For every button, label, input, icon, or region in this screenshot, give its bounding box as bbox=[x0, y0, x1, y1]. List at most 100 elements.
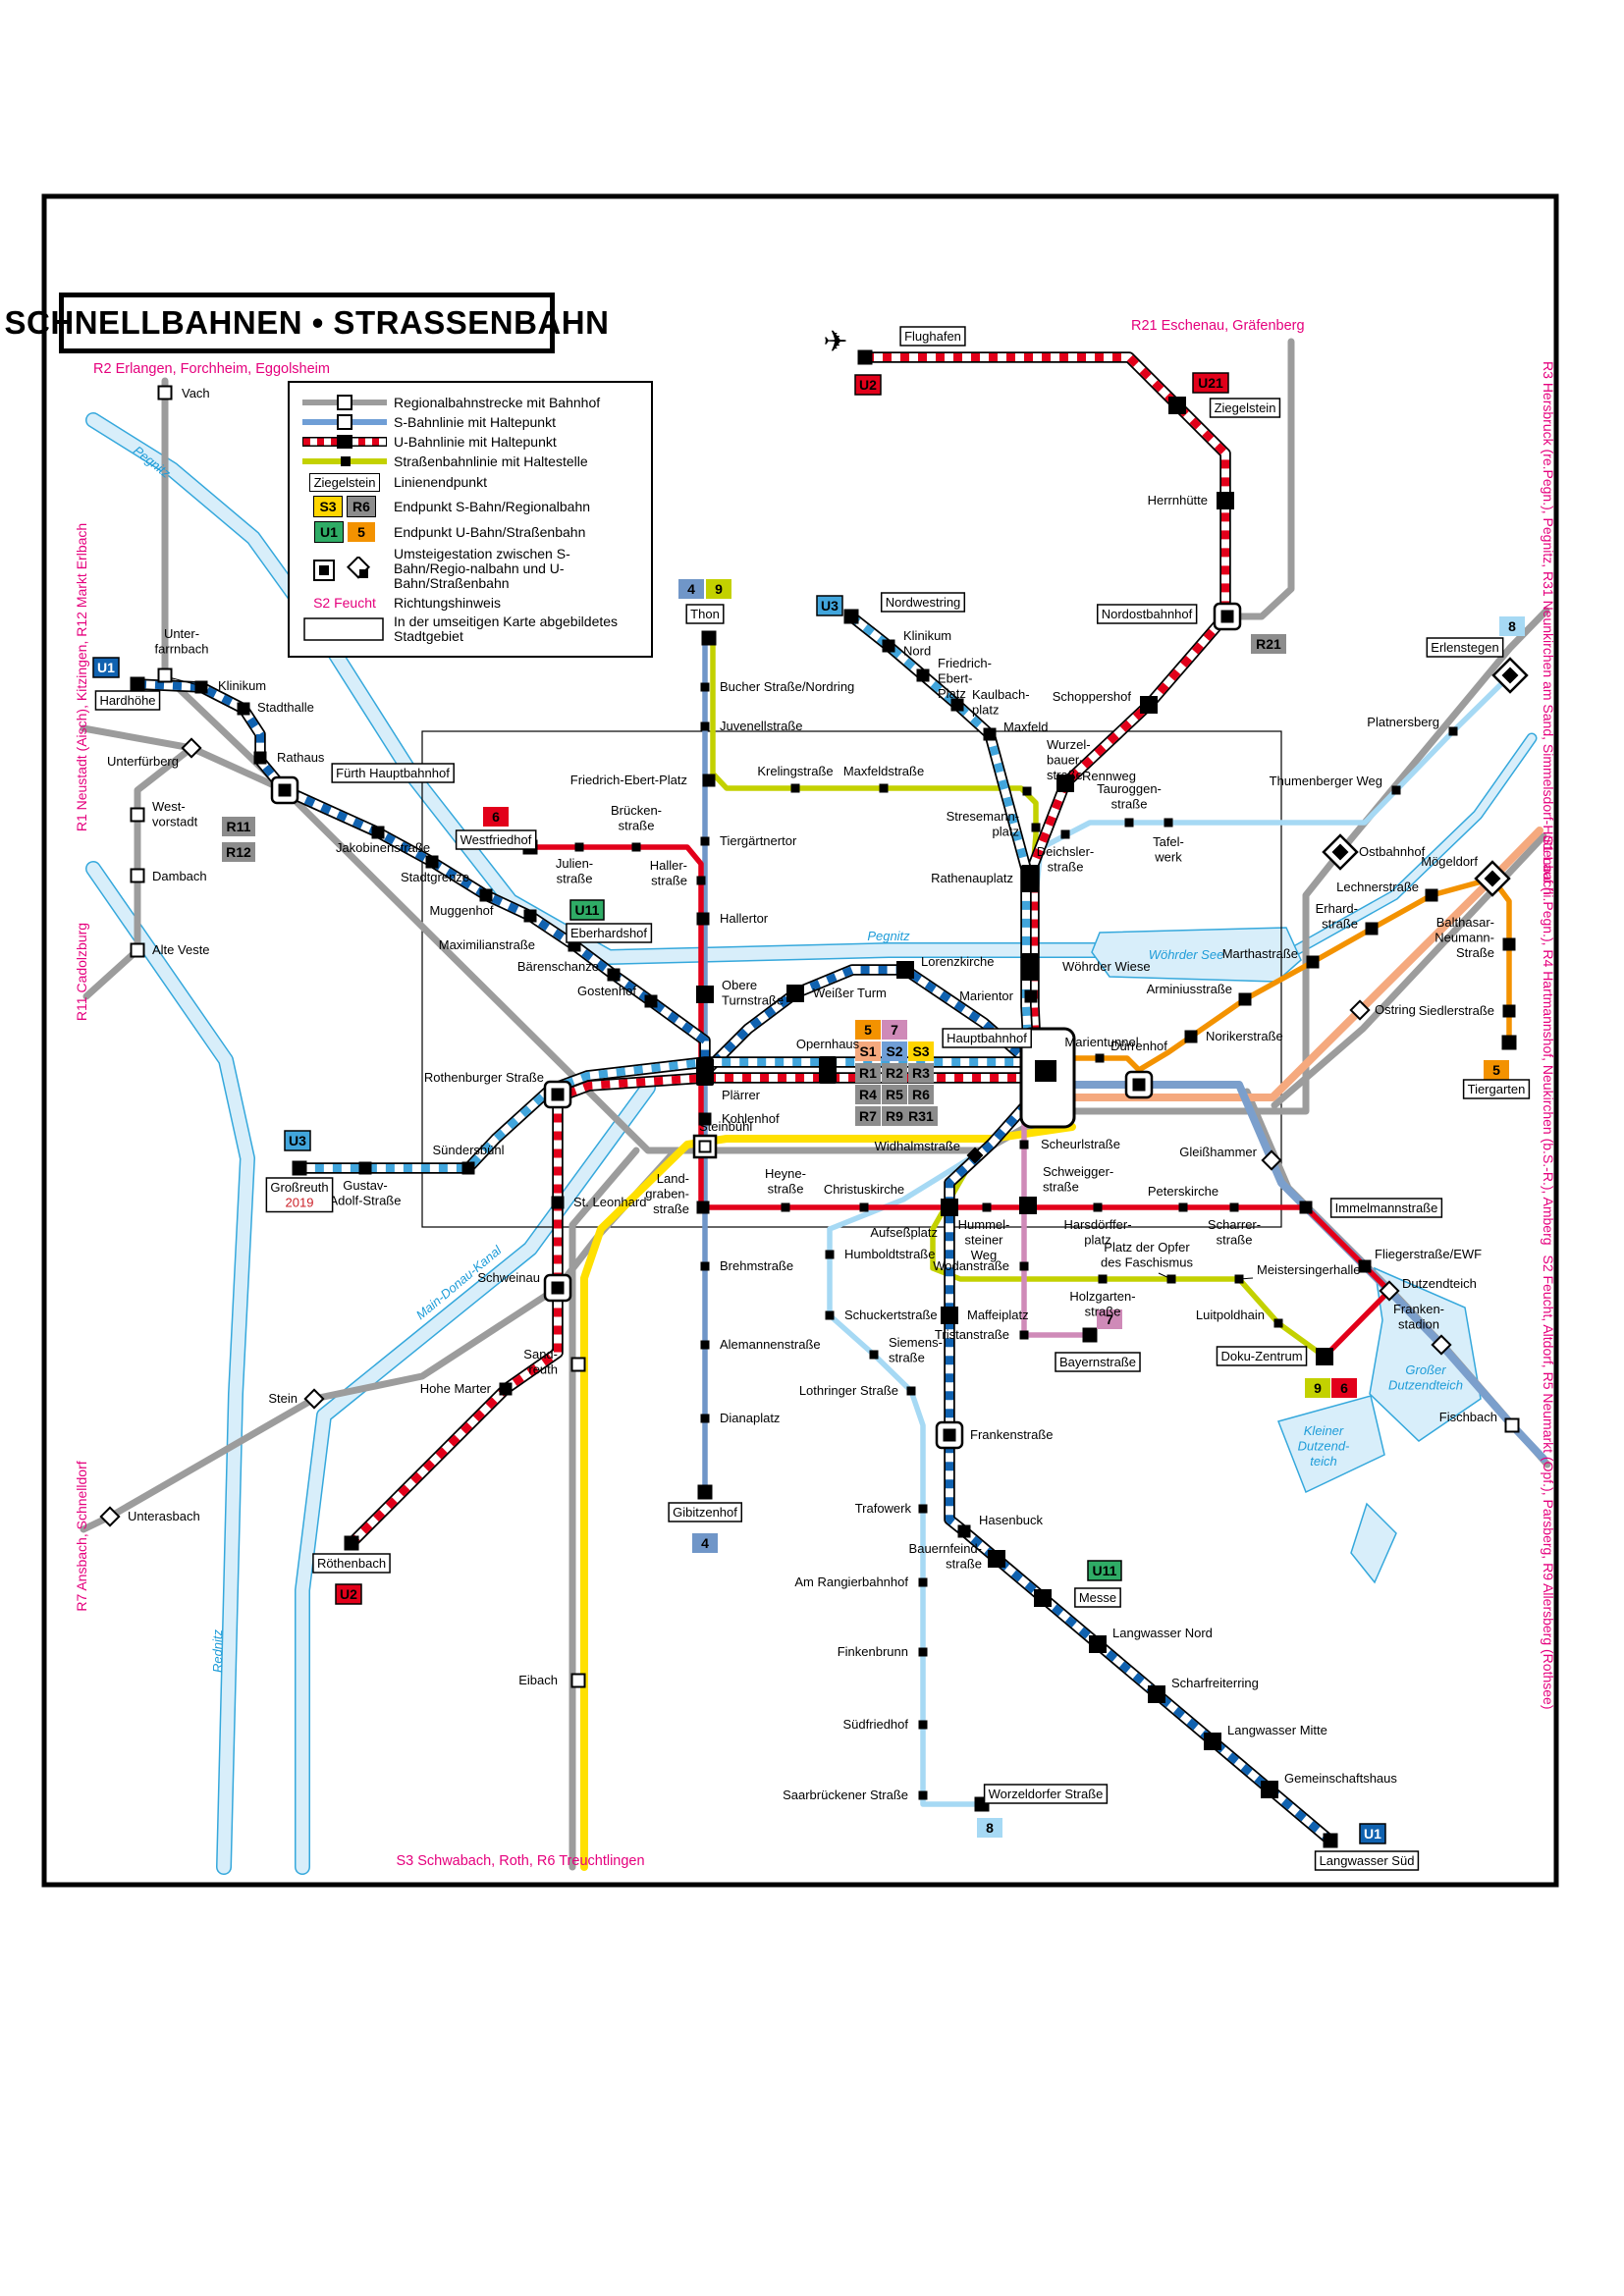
svg-text:Scharfreiterring: Scharfreiterring bbox=[1171, 1676, 1259, 1690]
legend-label: Straßenbahnlinie mit Haltestelle bbox=[394, 453, 588, 469]
label-scheurlstrasse: Scheurlstraße bbox=[1041, 1137, 1120, 1151]
label-gleisshammer: Gleißhammer bbox=[1179, 1145, 1257, 1159]
svg-text:9: 9 bbox=[715, 581, 723, 597]
svg-text:Schuckertstraße: Schuckertstraße bbox=[844, 1308, 938, 1322]
label-erlenstegen: Erlenstegen bbox=[1426, 637, 1504, 658]
regional-line-symbol bbox=[296, 395, 394, 410]
label-brehmstrasse: Brehmstraße bbox=[720, 1258, 793, 1273]
svg-text:Maxfeldstraße: Maxfeldstraße bbox=[843, 764, 924, 778]
ubahn-line-symbol bbox=[296, 434, 394, 450]
badge-r31: R31 bbox=[904, 1106, 938, 1126]
station-hallerstrasse bbox=[696, 876, 706, 885]
label-frankenstrasse: Frankenstraße bbox=[970, 1427, 1054, 1442]
label-thon: Thon bbox=[685, 604, 725, 624]
station-langwasser-sued bbox=[1323, 1833, 1338, 1848]
label-suendersbuehl: Sündersbühl bbox=[433, 1143, 505, 1157]
station-wodanstrasse bbox=[1019, 1261, 1029, 1271]
svg-text:Dutzendteich: Dutzendteich bbox=[1402, 1276, 1477, 1291]
svg-text:Thumenberger Weg: Thumenberger Weg bbox=[1270, 774, 1382, 788]
station-weisser-turm bbox=[786, 985, 804, 1002]
station-grossreuth bbox=[292, 1160, 307, 1176]
svg-text:R9: R9 bbox=[886, 1108, 903, 1124]
svg-text:Platnersberg: Platnersberg bbox=[1367, 715, 1439, 729]
label-saarbrueckener-strasse: Saarbrückener Straße bbox=[783, 1788, 908, 1802]
svg-text:Hohe Marter: Hohe Marter bbox=[420, 1381, 492, 1396]
station-fliegerstrasse-ewf bbox=[1358, 1259, 1372, 1273]
label-river-woehrder-see: Wöhrder See bbox=[1149, 947, 1224, 962]
svg-text:Röthenbach: Röthenbach bbox=[317, 1556, 386, 1571]
legend-label: U-Bahnlinie mit Haltepunkt bbox=[394, 433, 557, 450]
label-westfriedhof: Westfriedhof bbox=[455, 829, 537, 850]
svg-text:Land-graben-straße: Land-graben-straße bbox=[645, 1171, 689, 1216]
label-fuerth-hauptbahnhof: Fürth Hauptbahnhof bbox=[331, 763, 455, 783]
station-deichslerstrasse bbox=[1060, 829, 1070, 839]
station-rathaus bbox=[253, 751, 267, 765]
svg-text:Erlenstegen: Erlenstegen bbox=[1431, 640, 1498, 655]
svg-text:5: 5 bbox=[864, 1022, 872, 1038]
line-regional-r6 bbox=[568, 1147, 640, 1871]
label-tiergarten: Tiergarten bbox=[1462, 1079, 1531, 1099]
badge-r1: R1 bbox=[855, 1063, 881, 1083]
station-erhardstrasse bbox=[1365, 922, 1379, 935]
svg-text:Rathaus: Rathaus bbox=[277, 750, 325, 765]
label-suedfriedhof: Südfriedhof bbox=[843, 1717, 909, 1732]
label-schweinau: Schweinau bbox=[477, 1270, 540, 1285]
svg-text:Stadthalle: Stadthalle bbox=[257, 700, 314, 715]
legend: Regionalbahnstrecke mit Bahnhof S-Bahnli… bbox=[288, 381, 653, 658]
label-alte-veste: Alte Veste bbox=[152, 942, 210, 957]
label-maximilianstrasse: Maximilianstraße bbox=[439, 937, 535, 952]
legend-row-endpoint-u: U1 5 Endpunkt U-Bahn/Straßenbahn bbox=[296, 521, 645, 543]
label-edge-r2: R2 Erlangen, Forchheim, Eggolsheim bbox=[93, 361, 330, 377]
label-fliegerstrasse-ewf: Fliegerstraße/EWF bbox=[1375, 1247, 1482, 1261]
station-suedfriedhof bbox=[918, 1720, 928, 1730]
label-dutzendteich-station: Dutzendteich bbox=[1402, 1276, 1477, 1291]
label-stadthalle: Stadthalle bbox=[257, 700, 314, 715]
label-river-pegnitz: Pegnitz bbox=[867, 929, 910, 943]
station-fuerth-hauptbahnhof bbox=[270, 775, 299, 805]
svg-text:Eberhardshof: Eberhardshof bbox=[570, 926, 647, 940]
umsteige-symbols bbox=[296, 556, 394, 582]
station-dianaplatz bbox=[700, 1414, 710, 1423]
lake-kleiner-dutzendteich bbox=[1277, 1395, 1385, 1494]
svg-text:Thon: Thon bbox=[690, 607, 720, 621]
station-stadtgrenze bbox=[425, 855, 439, 869]
label-schoppershof: Schoppershof bbox=[1053, 689, 1132, 704]
svg-text:R21 Eschenau, Gräfenberg: R21 Eschenau, Gräfenberg bbox=[1131, 318, 1305, 334]
label-lothringer-strasse: Lothringer Straße bbox=[799, 1383, 898, 1398]
station-marientor bbox=[1024, 989, 1038, 1003]
svg-text:Franken-stadion: Franken-stadion bbox=[1393, 1302, 1444, 1332]
svg-text:Hardhöhe: Hardhöhe bbox=[99, 693, 155, 708]
station-peterskirche bbox=[1178, 1202, 1188, 1212]
svg-text:Rathenauplatz: Rathenauplatz bbox=[931, 871, 1013, 885]
svg-text:Immelmannstraße: Immelmannstraße bbox=[1335, 1201, 1438, 1215]
badge-u1: U1 bbox=[1359, 1823, 1386, 1844]
svg-text:6: 6 bbox=[1340, 1380, 1348, 1396]
label-siedlerstrasse: Siedlerstraße bbox=[1419, 1003, 1494, 1018]
station-fischbach bbox=[1504, 1417, 1520, 1433]
svg-text:Siemens-straße: Siemens-straße bbox=[889, 1335, 943, 1365]
svg-text:Opernhaus: Opernhaus bbox=[796, 1037, 860, 1051]
svg-text:Vach: Vach bbox=[182, 386, 210, 400]
station-suendersbuehl bbox=[461, 1161, 475, 1175]
svg-text:Stresemann-platz: Stresemann-platz bbox=[947, 809, 1019, 839]
station-am-rangierbahnhof bbox=[918, 1577, 928, 1587]
station-rathenauplatz bbox=[1021, 865, 1039, 892]
station-hasenbuck bbox=[957, 1524, 971, 1538]
label-hardhoehe: Hardhöhe bbox=[94, 690, 161, 711]
station-siedlerstrasse bbox=[1502, 1004, 1516, 1018]
svg-text:5: 5 bbox=[1492, 1062, 1500, 1078]
label-bucher-strasse-nordring: Bucher Straße/Nordring bbox=[720, 679, 854, 694]
station-hummelsteiner-weg bbox=[982, 1202, 992, 1212]
svg-text:S1 Lauf (li.Pegn.), R4 Hartman: S1 Lauf (li.Pegn.), R4 Hartmannshof, Neu… bbox=[1541, 835, 1556, 1245]
station-schuckertstrasse bbox=[825, 1310, 835, 1320]
label-stadtgrenze: Stadtgrenze bbox=[401, 870, 469, 884]
svg-text:8: 8 bbox=[1508, 618, 1516, 634]
legend-row-ubahn: U-Bahnlinie mit Haltepunkt bbox=[296, 434, 645, 450]
label-marientunnel: Marientunnel bbox=[1064, 1035, 1138, 1049]
station-schoppershof bbox=[1140, 696, 1158, 714]
badge-u2: U2 bbox=[335, 1583, 362, 1605]
svg-text:Meistersingerhalle: Meistersingerhalle bbox=[1257, 1262, 1361, 1277]
svg-text:Flughafen: Flughafen bbox=[904, 329, 961, 344]
